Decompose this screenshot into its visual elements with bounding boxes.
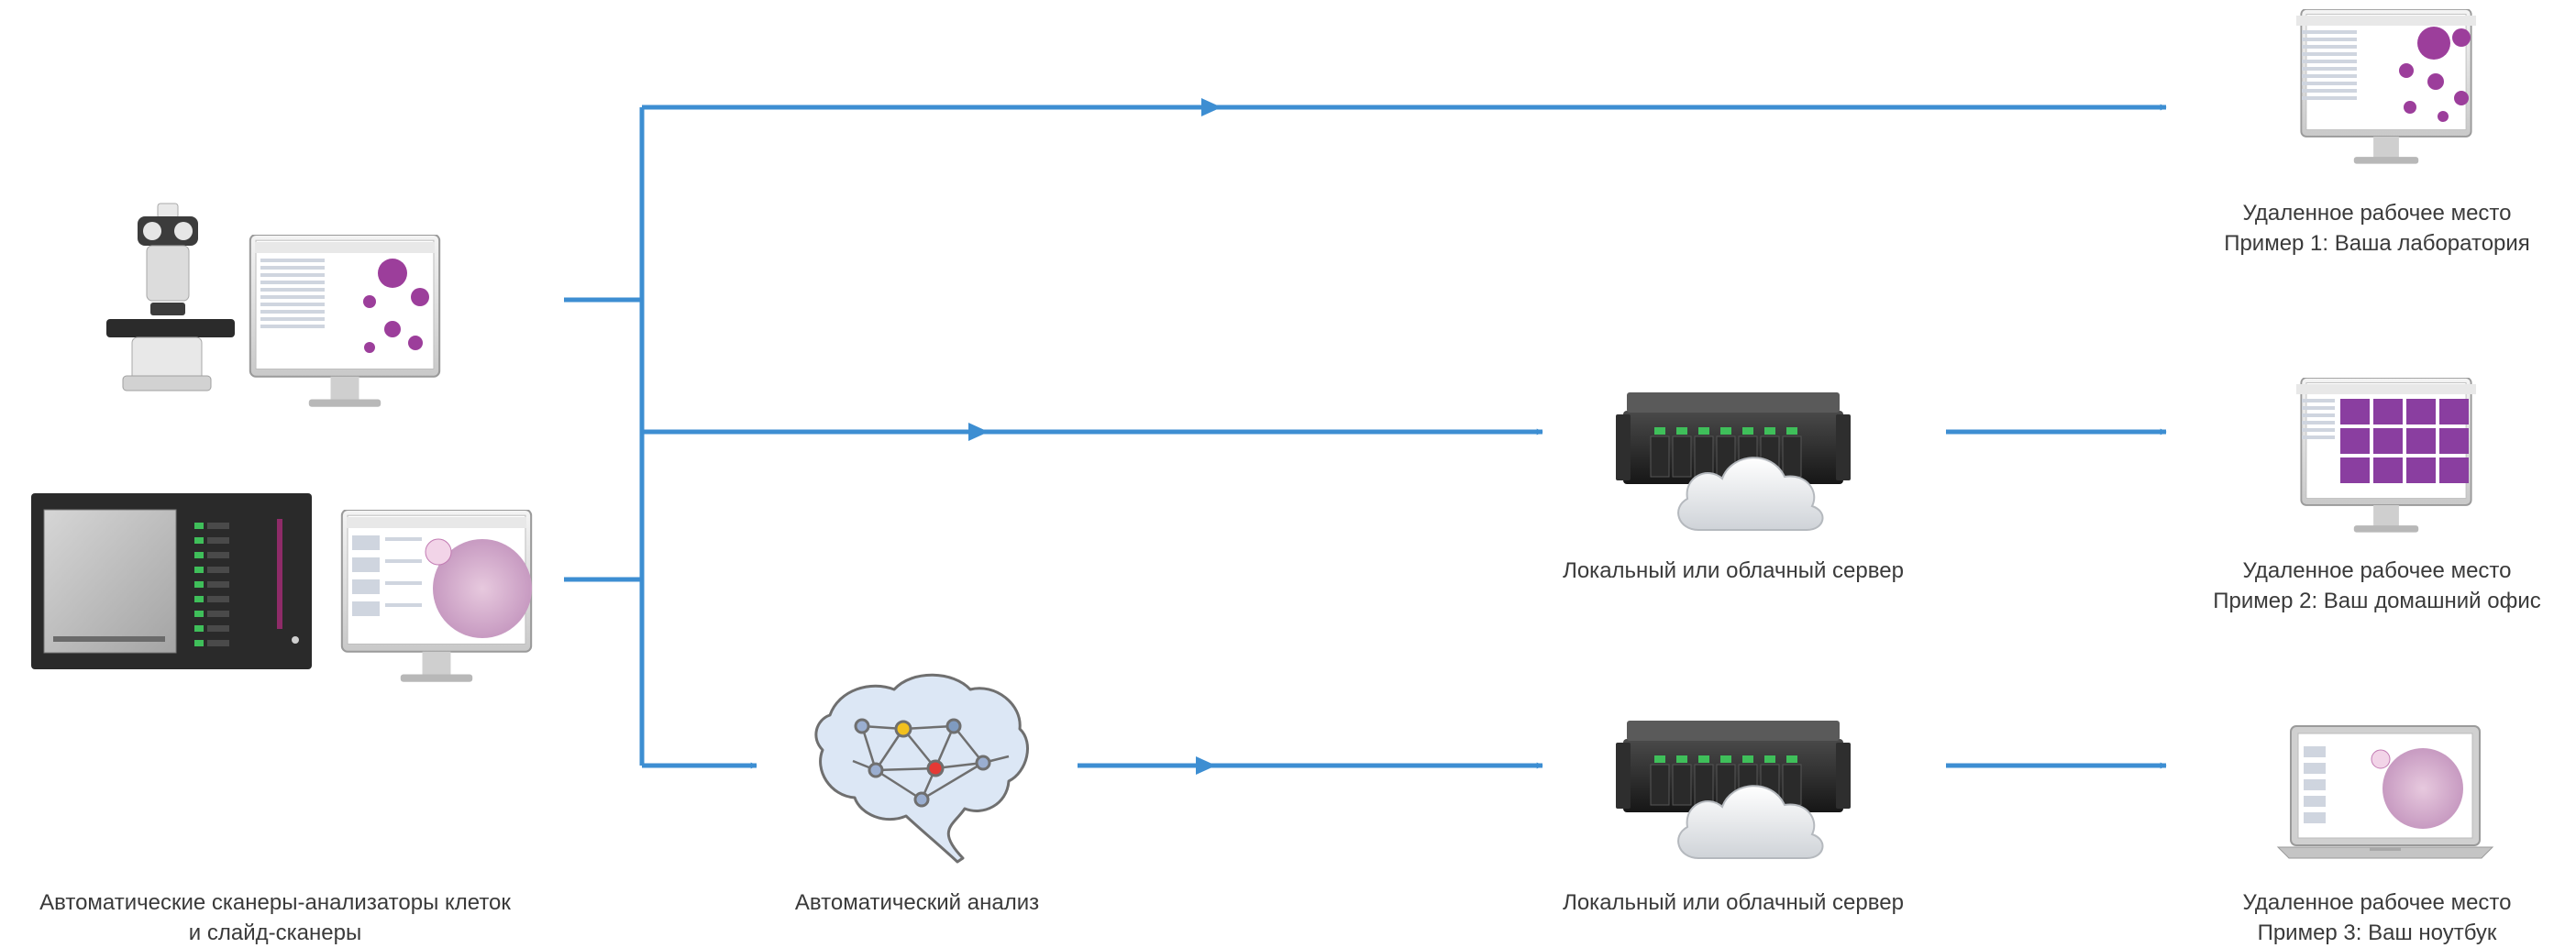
- mid-arrowhead-1: [1201, 98, 1222, 116]
- server-2-label: Локальный или облачный сервер: [1563, 890, 1904, 915]
- remote-3-label: Удаленное рабочее место Пример 3: Ваш но…: [2184, 887, 2570, 948]
- server-1-label: Локальный или облачный сервер: [1563, 558, 1904, 583]
- remote-1-label: Удаленное рабочее место Пример 1: Ваша л…: [2184, 198, 2570, 259]
- remote-3-label-line-2: Пример 3: Ваш ноутбук: [2257, 920, 2497, 945]
- remote-1-label-line-2: Пример 1: Ваша лаборатория: [2224, 231, 2530, 256]
- slide-scanner-icon: [31, 493, 312, 669]
- scanner-led-column: [194, 523, 204, 646]
- ai-brain-icon: [814, 673, 1029, 864]
- mid-arrowheads: [968, 98, 1222, 775]
- monitor-icon: [340, 510, 533, 683]
- laptop-icon: [2276, 725, 2494, 859]
- monitor-icon: [2296, 378, 2476, 534]
- scanners-label-line-2: и слайд-сканеры: [188, 920, 362, 945]
- server-cloud-icon: [1616, 392, 1851, 531]
- monitor-icon: [2296, 9, 2476, 165]
- analysis-label: Автоматический анализ: [794, 890, 1040, 915]
- scanners-label-line-1: Автоматические сканеры-анализаторы клето…: [39, 890, 511, 915]
- microscope-icon: [106, 203, 235, 391]
- remote-2-label-line-1: Удаленное рабочее место: [2242, 558, 2512, 583]
- remote-2-label-line-2: Пример 2: Ваш домашний офис: [2213, 589, 2541, 613]
- mid-arrowhead-3: [1196, 756, 1216, 775]
- server-icon: [1616, 392, 1851, 484]
- mid-arrowhead-2: [968, 423, 989, 441]
- cloud-icon: [1677, 457, 1824, 531]
- remote-3-label-line-1: Удаленное рабочее место: [2242, 890, 2512, 915]
- remote-2-label: Удаленное рабочее место Пример 2: Ваш до…: [2184, 556, 2570, 616]
- remote-1-label-line-1: Удаленное рабочее место: [2242, 201, 2512, 226]
- cloud-icon: [1677, 785, 1824, 859]
- server-cloud-icon: [1616, 721, 1851, 859]
- scanners-label: Автоматические сканеры-анализаторы клето…: [0, 887, 550, 948]
- connector-lines: [564, 104, 2167, 769]
- monitor-icon: [249, 235, 441, 408]
